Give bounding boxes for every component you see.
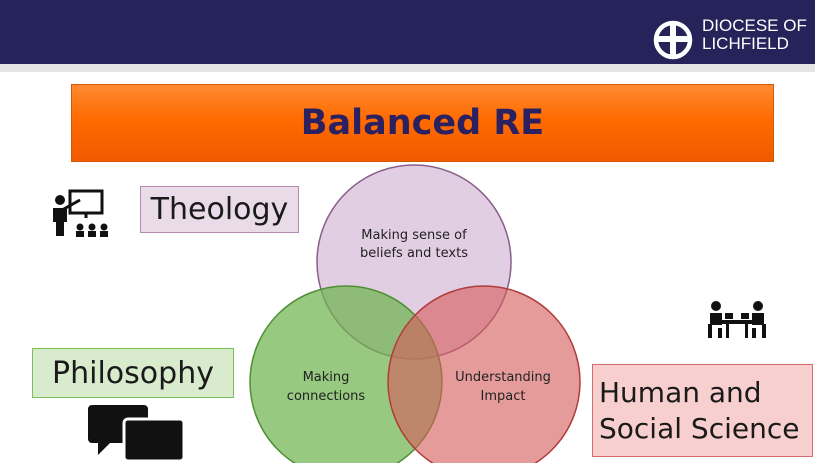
logo-line-2: LICHFIELD — [702, 34, 789, 53]
logo-line-1: DIOCESE OF — [702, 16, 807, 35]
human-text-line-2: Social Science — [599, 411, 800, 445]
venn-circle-right — [387, 285, 581, 463]
venn-right-line-2: Impact — [481, 389, 526, 404]
human-text-line-1: Human and — [599, 375, 762, 409]
teacher-presentation-icon — [53, 189, 108, 237]
philosophy-text: Philosophy — [52, 355, 214, 391]
diocese-logo-text: DIOCESE OF LICHFIELD — [702, 17, 807, 53]
header-bar — [0, 0, 815, 64]
venn-left-line-1: Making — [303, 370, 350, 385]
theology-text: Theology — [150, 192, 289, 227]
theology-label: Theology — [140, 186, 299, 233]
venn-top-line-1: Making sense of — [361, 228, 467, 243]
human-social-science-label: Human and Social Science — [592, 364, 813, 457]
venn-top-line-2: beliefs and texts — [360, 246, 468, 261]
venn-left-line-2: connections — [287, 389, 366, 404]
speech-bubbles-icon — [88, 405, 184, 463]
title-banner: Balanced RE — [71, 84, 774, 162]
venn-right-line-1: Understanding — [455, 370, 551, 385]
header-divider — [0, 64, 815, 72]
philosophy-label: Philosophy — [32, 348, 234, 398]
page-title: Balanced RE — [300, 103, 545, 143]
diocese-cross-logo-icon — [653, 20, 693, 60]
people-at-table-icon — [708, 301, 766, 338]
